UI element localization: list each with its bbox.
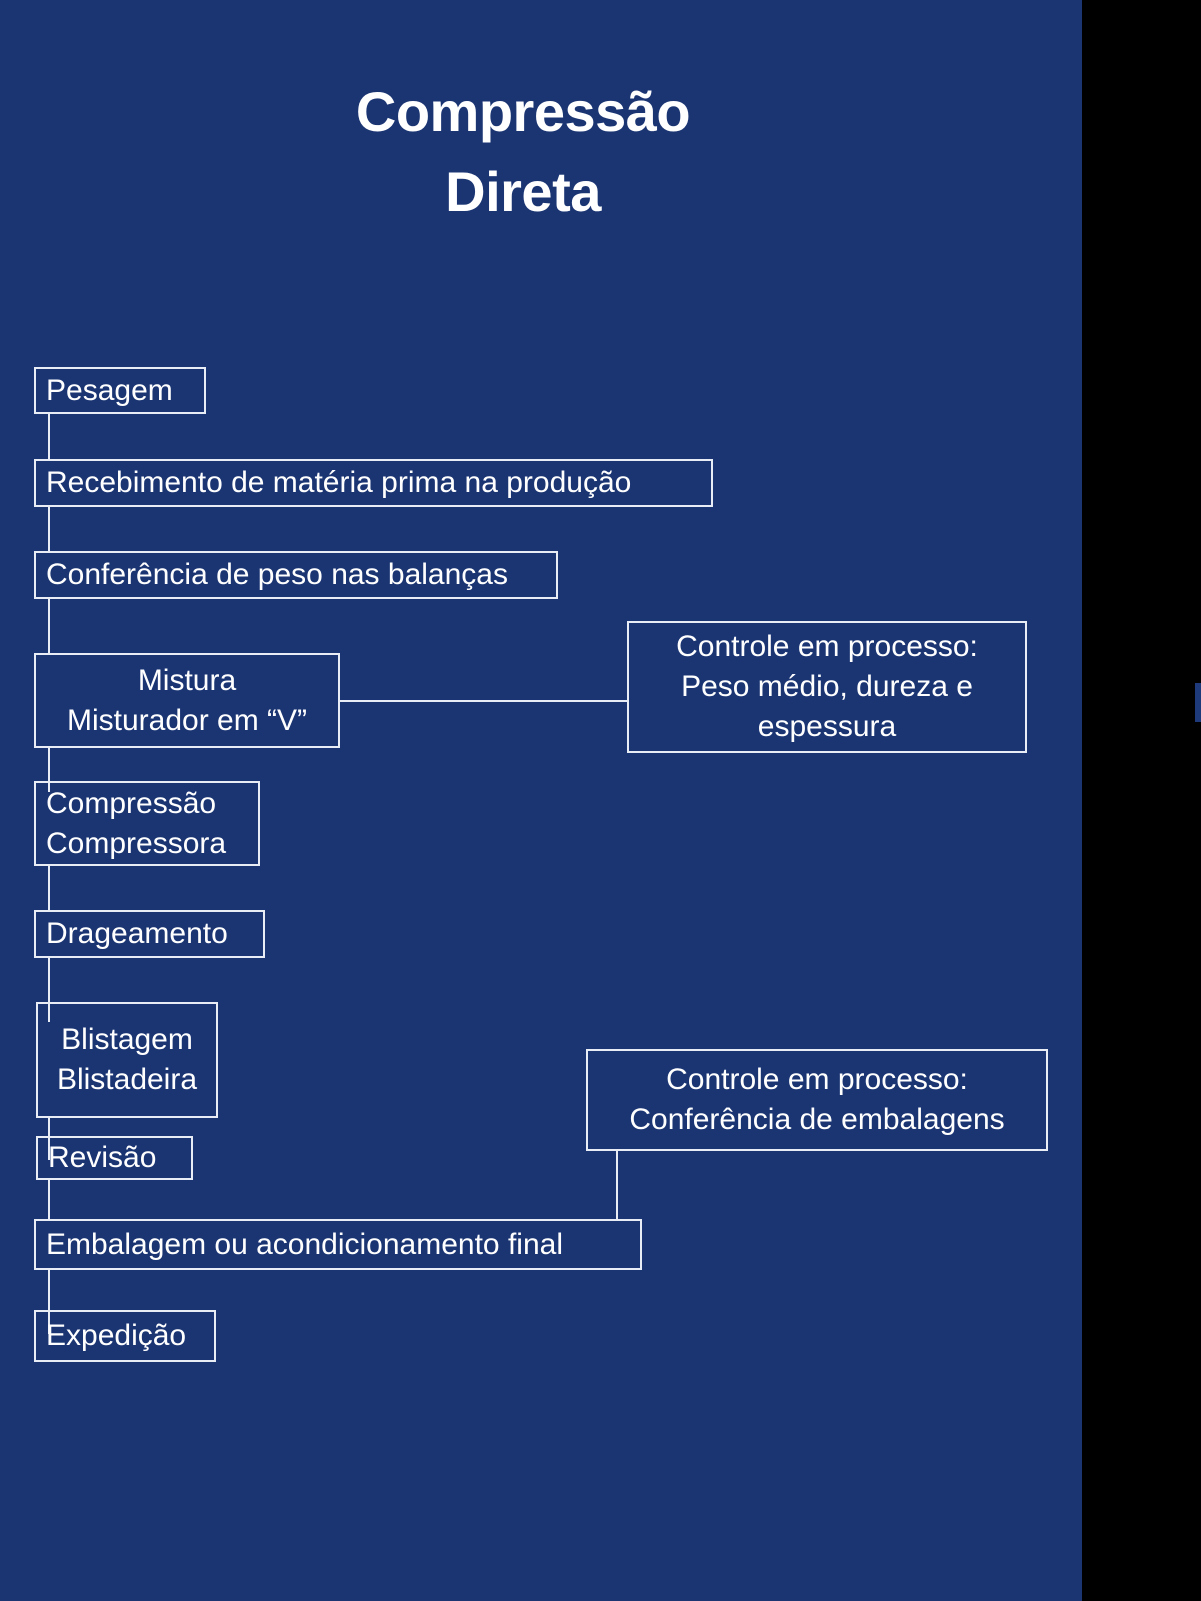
node-controle-1-line-2: Peso médio, dureza e bbox=[681, 670, 973, 704]
node-controle-2-line-2: Conferência de embalagens bbox=[629, 1103, 1005, 1136]
edge-pesagem-recebimento bbox=[48, 413, 50, 460]
page-title-line-1: Compressão bbox=[0, 72, 1046, 152]
node-conferencia-peso-line-1: Conferência de peso nas balanças bbox=[46, 558, 508, 592]
page-title: Compressão Direta bbox=[0, 72, 1046, 231]
edge-conferencia-mistura bbox=[48, 598, 50, 655]
edge-compressao-drageamento bbox=[48, 866, 50, 910]
node-controle-1-line-1: Controle em processo: bbox=[676, 630, 978, 664]
edge-mistura-compressao bbox=[48, 746, 50, 792]
title-text-1: Compressão bbox=[355, 80, 691, 143]
node-mistura-line-2: Misturador em “V” bbox=[66, 703, 308, 737]
node-controle-2-line-1: Controle em processo: bbox=[666, 1063, 968, 1097]
node-recebimento[interactable]: Recebimento de matéria prima na produção bbox=[34, 459, 713, 507]
page-title-line-2: Direta bbox=[0, 152, 1046, 232]
node-drageamento-line-1: Drageamento bbox=[46, 917, 228, 951]
node-compressao-line-2: Compressora bbox=[46, 826, 227, 860]
node-drageamento[interactable]: Drageamento bbox=[34, 910, 265, 958]
right-edge-sliver bbox=[1195, 683, 1201, 722]
edge-mistura-controle1 bbox=[338, 700, 629, 702]
node-mistura-line-1: Mistura bbox=[137, 663, 237, 697]
node-expedicao[interactable]: Expedição bbox=[34, 1310, 216, 1362]
slide-background bbox=[0, 0, 1082, 1601]
edge-recebimento-conferencia bbox=[48, 506, 50, 553]
node-recebimento-line-1: Recebimento de matéria prima na produção bbox=[46, 466, 632, 500]
node-blistagem-line-1: Blistagem bbox=[61, 1023, 193, 1057]
edge-blistagem-revisao bbox=[48, 1116, 50, 1160]
edge-drageamento-blistagem bbox=[48, 958, 50, 1022]
node-pesagem[interactable]: Pesagem bbox=[34, 367, 206, 414]
edge-embalagem-expedicao bbox=[48, 1270, 50, 1334]
edge-controle2-embalagem bbox=[616, 1149, 618, 1221]
node-pesagem-line-1: Pesagem bbox=[46, 373, 173, 407]
title-text-2: Direta bbox=[445, 159, 601, 223]
node-blistagem-line-2: Blistadeira bbox=[56, 1063, 198, 1096]
node-controle-em-processo-2[interactable]: Controle em processo: Conferência de emb… bbox=[586, 1049, 1048, 1151]
node-compressao-line-1: Compressão bbox=[46, 786, 217, 820]
node-embalagem-line-1: Embalagem ou acondicionamento final bbox=[46, 1227, 563, 1261]
node-embalagem[interactable]: Embalagem ou acondicionamento final bbox=[34, 1219, 642, 1270]
node-compressao[interactable]: Compressão Compressora bbox=[34, 781, 260, 866]
node-conferencia-peso[interactable]: Conferência de peso nas balanças bbox=[34, 551, 558, 599]
node-expedicao-line-1: Expedição bbox=[46, 1319, 187, 1353]
node-blistagem[interactable]: Blistagem Blistadeira bbox=[36, 1002, 218, 1118]
node-controle-1-line-3: espessura bbox=[757, 709, 897, 743]
edge-revisao-embalagem bbox=[48, 1178, 50, 1221]
node-revisao-line-1: Revisão bbox=[48, 1141, 157, 1175]
node-controle-em-processo-1[interactable]: Controle em processo: Peso médio, dureza… bbox=[627, 621, 1027, 753]
node-revisao[interactable]: Revisão bbox=[36, 1136, 193, 1180]
node-mistura[interactable]: Mistura Misturador em “V” bbox=[34, 653, 340, 748]
